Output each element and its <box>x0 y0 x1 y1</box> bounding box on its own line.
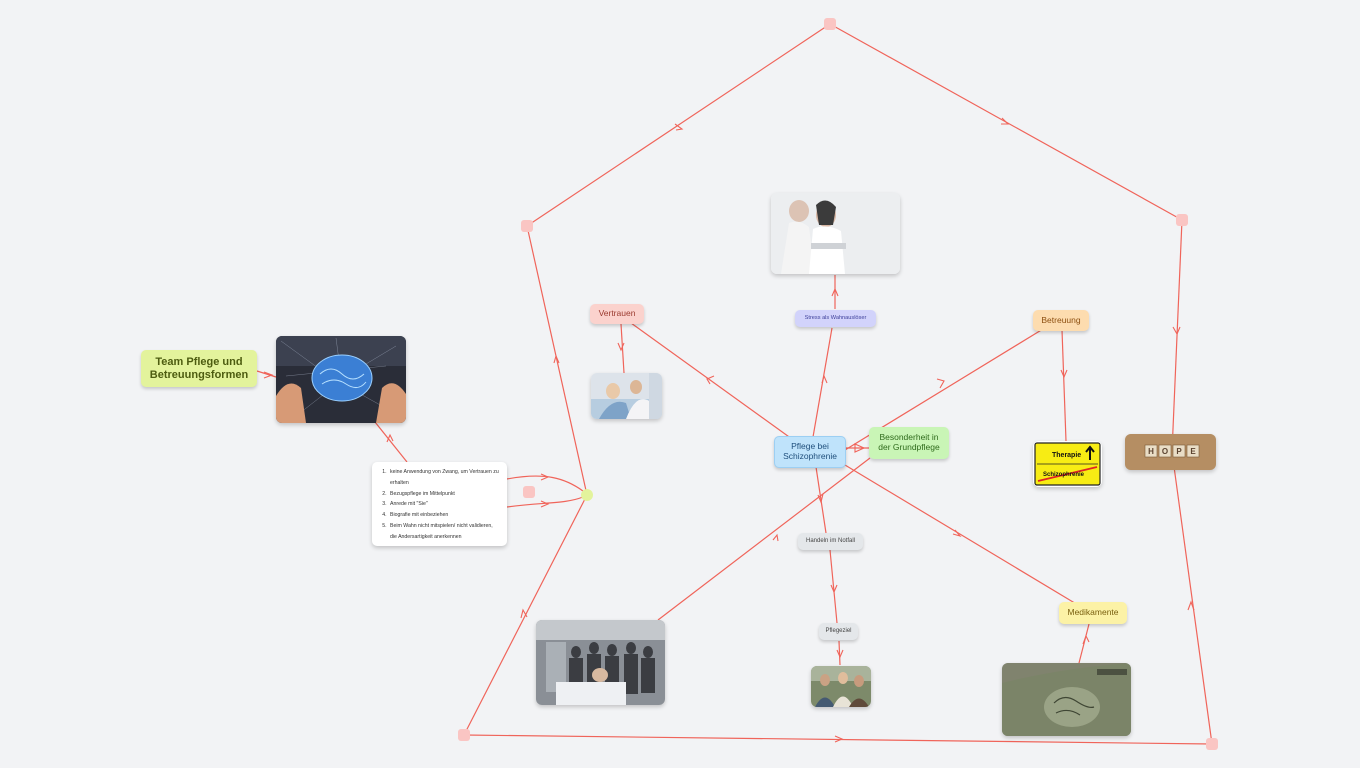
medication-image[interactable] <box>1002 663 1131 736</box>
betreuung-topic[interactable]: Betreuung <box>1033 310 1089 331</box>
list-item: keine Anwendung von Zwang, um Vertrauen … <box>388 467 501 489</box>
root-topic[interactable]: Pflege bei Schizophrenie <box>774 436 846 468</box>
vertrauen-topic[interactable]: Vertrauen <box>590 304 644 324</box>
therapy-sign-image[interactable]: Therapie Schizophrenie <box>1033 441 1102 487</box>
brain-image[interactable] <box>276 336 406 423</box>
edge-vertrauen-img <box>620 323 625 374</box>
anchor-list-side[interactable] <box>523 486 535 498</box>
list-item: Beim Wahn nicht mitspielen/ nicht validi… <box>388 521 501 543</box>
arrow-marker <box>1082 634 1090 645</box>
team-topic[interactable]: Team Pflege und Betreuungsformen <box>141 350 257 387</box>
edge-list-junction-b <box>506 496 584 508</box>
arrow-marker <box>834 735 844 743</box>
besonderheit-topic[interactable]: Besonderheit in der Grundpflege <box>869 427 949 459</box>
arrow-marker <box>772 533 779 542</box>
edge-betreuung-sign <box>1061 329 1067 442</box>
junction-node[interactable] <box>581 489 593 501</box>
edge-pflegeziel-img <box>838 640 841 666</box>
arrow-marker <box>831 287 839 297</box>
arrow-marker <box>386 433 394 443</box>
edge-root-medikamente <box>844 464 1079 606</box>
team-photo-image[interactable] <box>811 666 871 707</box>
arrow-marker <box>1187 600 1195 611</box>
hope-letter: P <box>1176 447 1182 456</box>
sign-bottom-text: Schizophrenie <box>1043 472 1085 478</box>
arrow-marker <box>1172 326 1181 336</box>
arrow-marker <box>540 500 550 508</box>
arrow-marker <box>1001 117 1010 125</box>
arrow-marker <box>540 473 550 481</box>
sign-top-text: Therapie <box>1052 452 1081 459</box>
arrow-marker <box>830 584 838 594</box>
arrow-marker <box>821 374 828 384</box>
arrow-marker <box>936 378 945 389</box>
pflegeziel-topic[interactable]: Pflegeziel <box>819 623 858 640</box>
hope-image[interactable]: H O P E <box>1125 434 1216 470</box>
care-scene-image[interactable] <box>591 373 662 419</box>
list-item: Anrede mit "Sie" <box>388 499 501 510</box>
edge-house-right <box>1171 219 1183 453</box>
arrow-marker <box>706 375 715 385</box>
stress-image[interactable] <box>771 193 900 274</box>
hope-letter: E <box>1190 447 1196 456</box>
edge-root-vertrauen <box>630 322 811 453</box>
hope-letter: O <box>1162 447 1168 456</box>
ward-photo-image[interactable] <box>536 620 665 705</box>
edge-house-right-lower <box>1171 451 1213 745</box>
principles-list: keine Anwendung von Zwang, um Vertrauen … <box>378 467 501 543</box>
anchor-roof-left[interactable] <box>521 220 533 232</box>
medikamente-topic[interactable]: Medikamente <box>1059 602 1127 624</box>
arrow-marker <box>952 529 962 538</box>
arrow-marker <box>836 649 844 659</box>
arrow-marker <box>263 371 274 379</box>
anchor-roof-peak[interactable] <box>824 18 836 30</box>
principles-list-card[interactable]: keine Anwendung von Zwang, um Vertrauen … <box>372 462 507 546</box>
arrow-marker <box>617 342 625 352</box>
arrow-marker <box>553 354 560 364</box>
anchor-roof-right[interactable] <box>1176 214 1188 226</box>
list-item: Biografie mit einbeziehen <box>388 510 501 521</box>
arrow-marker <box>520 608 528 619</box>
stress-topic[interactable]: Stress als Wahnauslöser <box>795 310 876 327</box>
edge-handeln-pflegeziel <box>829 549 838 624</box>
arrow-marker <box>854 443 866 453</box>
edge-list-junction-a <box>506 475 584 492</box>
edge-house-top-left <box>526 23 831 227</box>
anchor-bottom-right[interactable] <box>1206 738 1218 750</box>
hope-letter: H <box>1148 447 1154 456</box>
edge-house-left-upper <box>526 225 588 496</box>
edge-medikamente-img <box>1078 623 1090 664</box>
arrow-marker <box>1060 369 1068 379</box>
edge-team-brain <box>256 370 277 378</box>
list-item: Bezugspflege im Mittelpunkt <box>388 489 501 500</box>
edge-list-brain <box>374 421 408 463</box>
handeln-topic[interactable]: Handeln im Notfall <box>798 533 863 550</box>
edge-besonderheit-photo <box>657 457 871 621</box>
anchor-bottom-left[interactable] <box>458 729 470 741</box>
edge-house-bottom <box>463 734 1213 745</box>
arrow-marker <box>674 123 684 131</box>
arrow-marker <box>817 493 824 504</box>
